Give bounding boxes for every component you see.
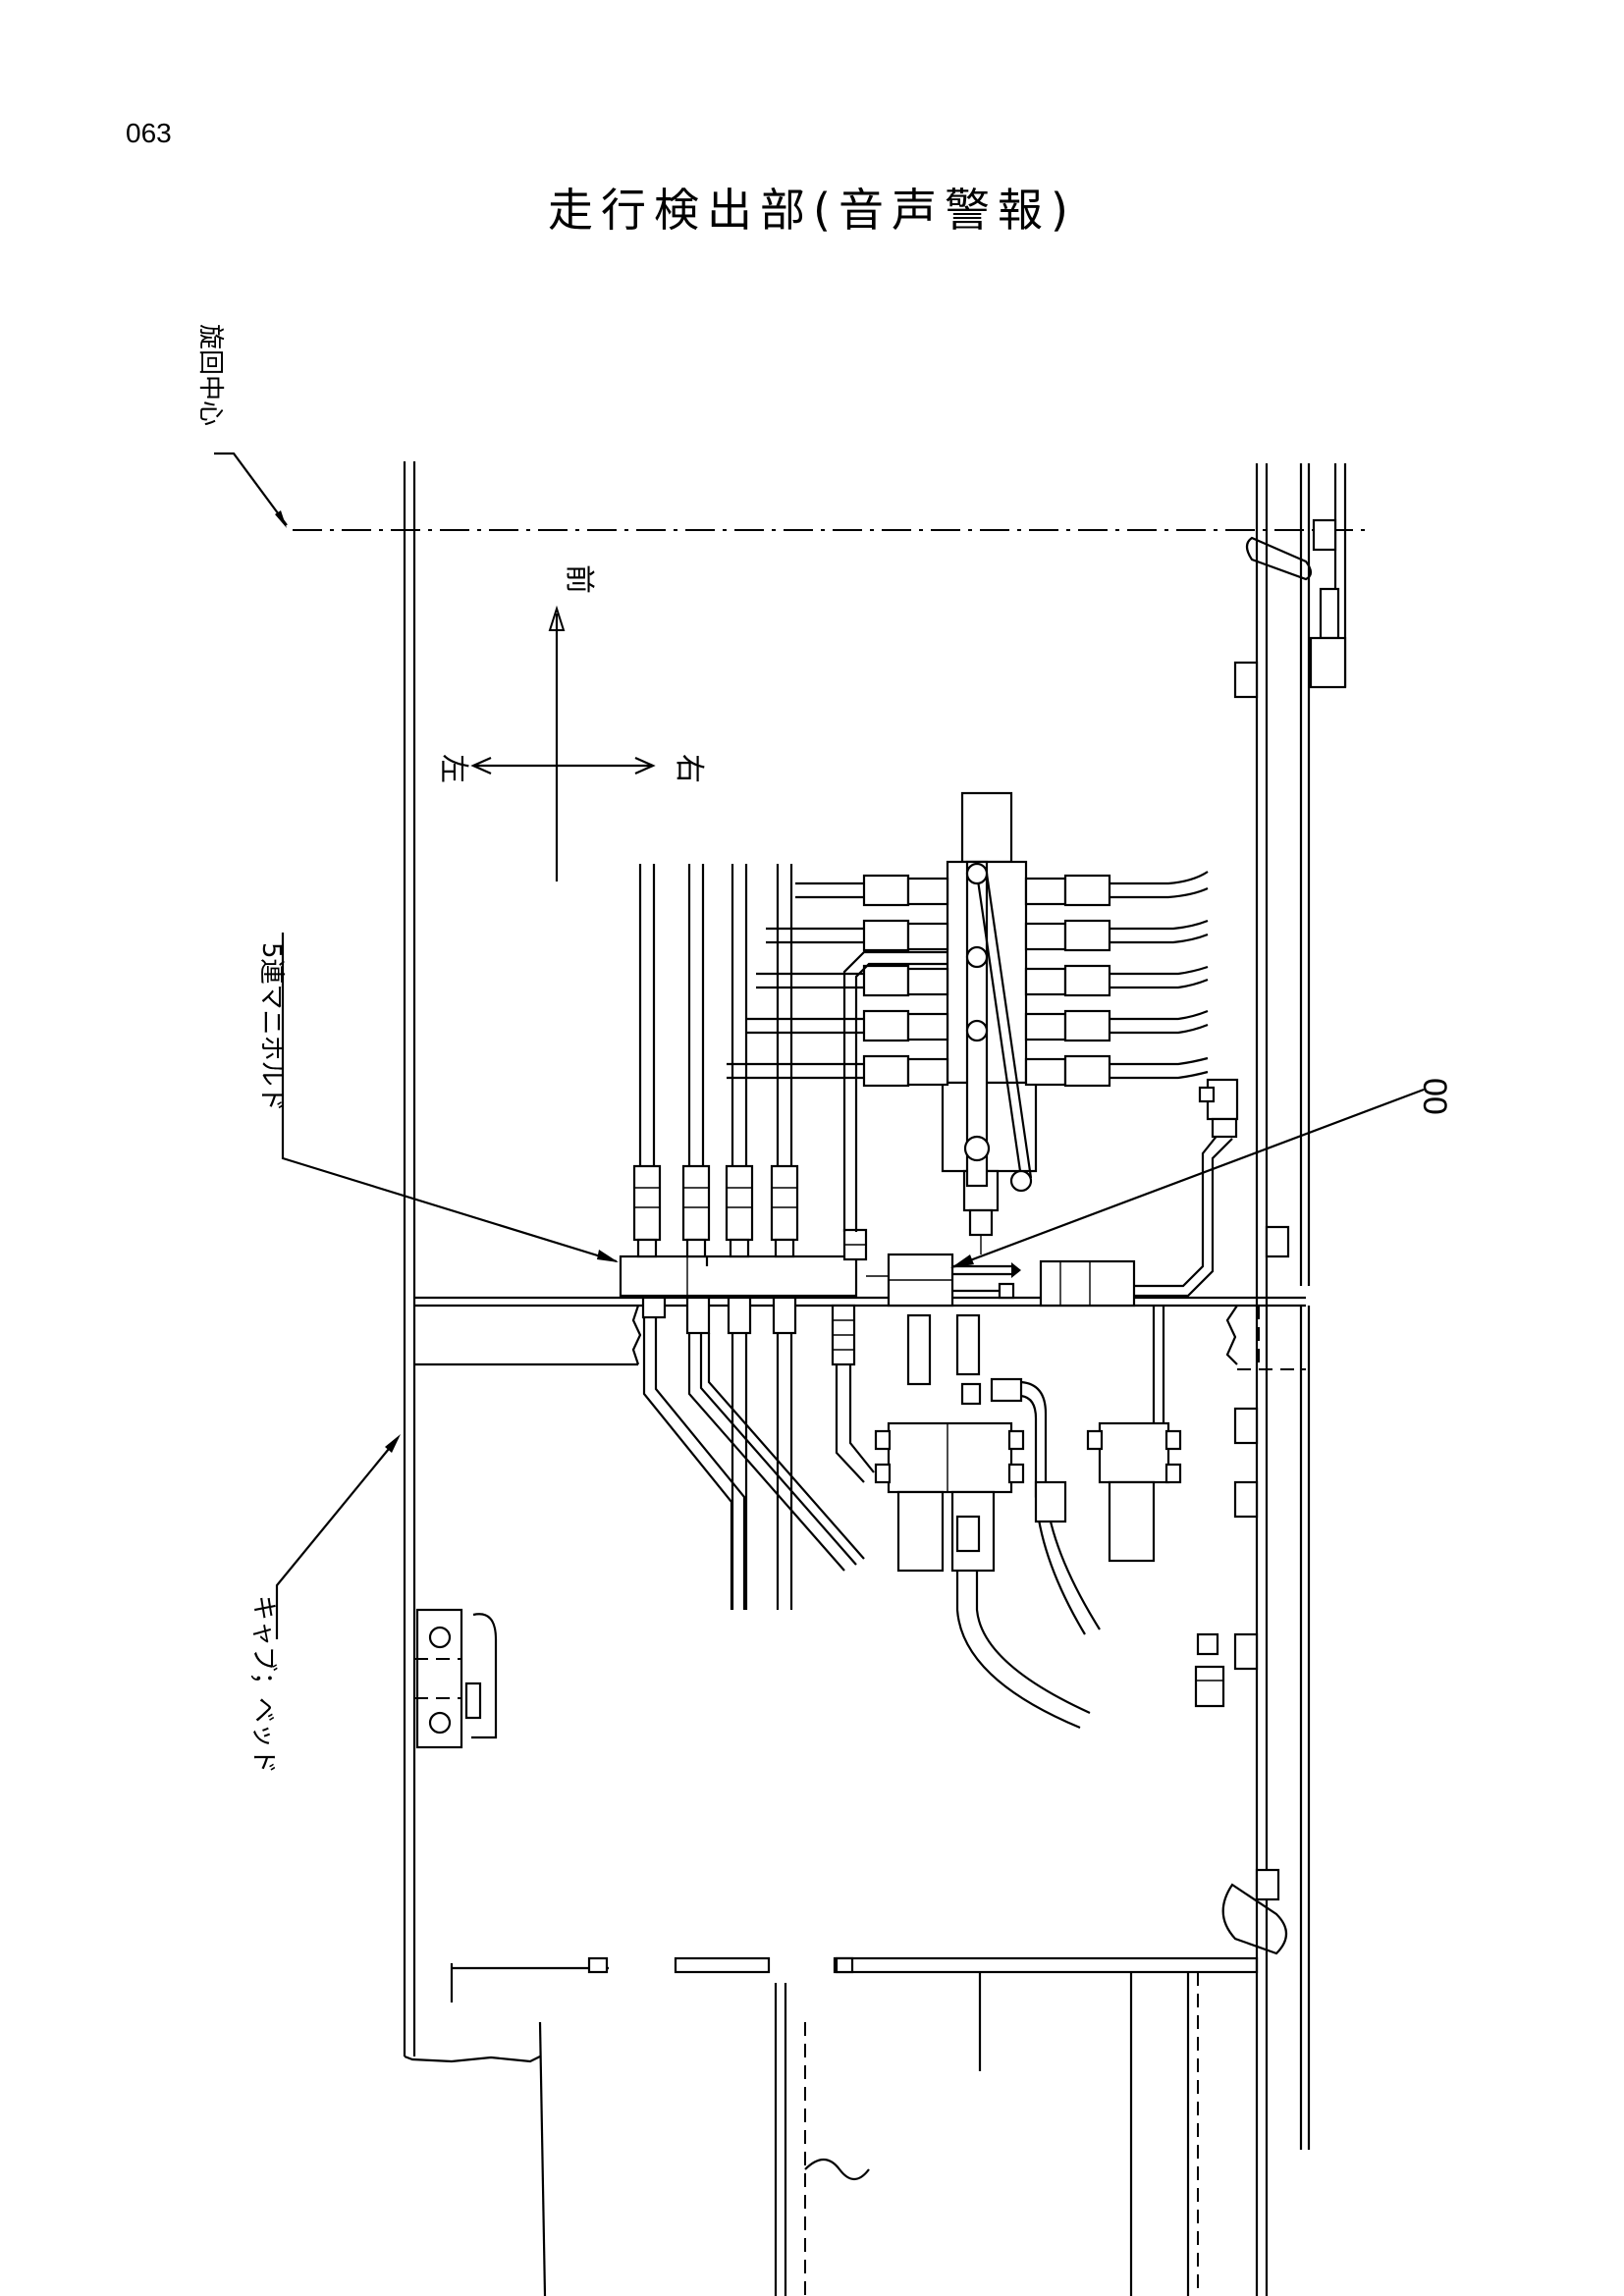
cab-bed-leader — [275, 1434, 401, 1639]
manifold-lower-fittings — [641, 1296, 856, 1366]
bottom-section — [450, 1949, 1269, 2296]
direction-arrows — [470, 605, 656, 881]
right-sensor-body — [1039, 1078, 1239, 1308]
direction-left-label: 左 — [436, 754, 470, 783]
pressure-switch — [887, 1253, 1021, 1308]
five-port-manifold — [619, 1228, 889, 1298]
rotation-center-leader — [214, 452, 288, 526]
rotation-center-label: 旋回中心 — [195, 324, 225, 426]
cab-bed-bracket — [414, 1608, 498, 1749]
page-number: 063 — [126, 118, 172, 148]
left-frame-rail — [403, 461, 541, 2063]
manifold-leader — [281, 933, 619, 1263]
valve-right-hoses — [1110, 871, 1209, 1080]
upper-right-fittings — [1245, 518, 1347, 689]
direction-right-label: 右 — [672, 754, 706, 783]
part-callout-leader — [950, 1088, 1425, 1268]
valve-port-fittings — [862, 874, 1111, 1088]
manifold-lower-hoses — [642, 1317, 875, 1610]
valve-left-hoses — [727, 881, 947, 1232]
cab-bed-label: キャブ；ベッド — [248, 1595, 278, 1774]
page-title: 走行検出部(音声警報) — [548, 184, 1076, 237]
control-valve-block — [941, 791, 1038, 1255]
frame-brackets — [1194, 661, 1259, 1708]
right-frame-rail — [1255, 463, 1347, 2150]
manifold-label: 5連マニホルド — [256, 942, 286, 1112]
lower-right-fitting — [1221, 1225, 1290, 1955]
cross-member — [414, 1296, 1306, 1370]
lower-curved-hoses — [955, 1380, 1101, 1730]
part-number-callout: 00 — [1416, 1078, 1453, 1115]
lower-solenoid-valves — [874, 1306, 1182, 1573]
manifold-upper-hoses — [638, 864, 793, 1266]
manifold-upper-fittings — [632, 1164, 799, 1258]
direction-front-label: 前 — [562, 564, 596, 594]
